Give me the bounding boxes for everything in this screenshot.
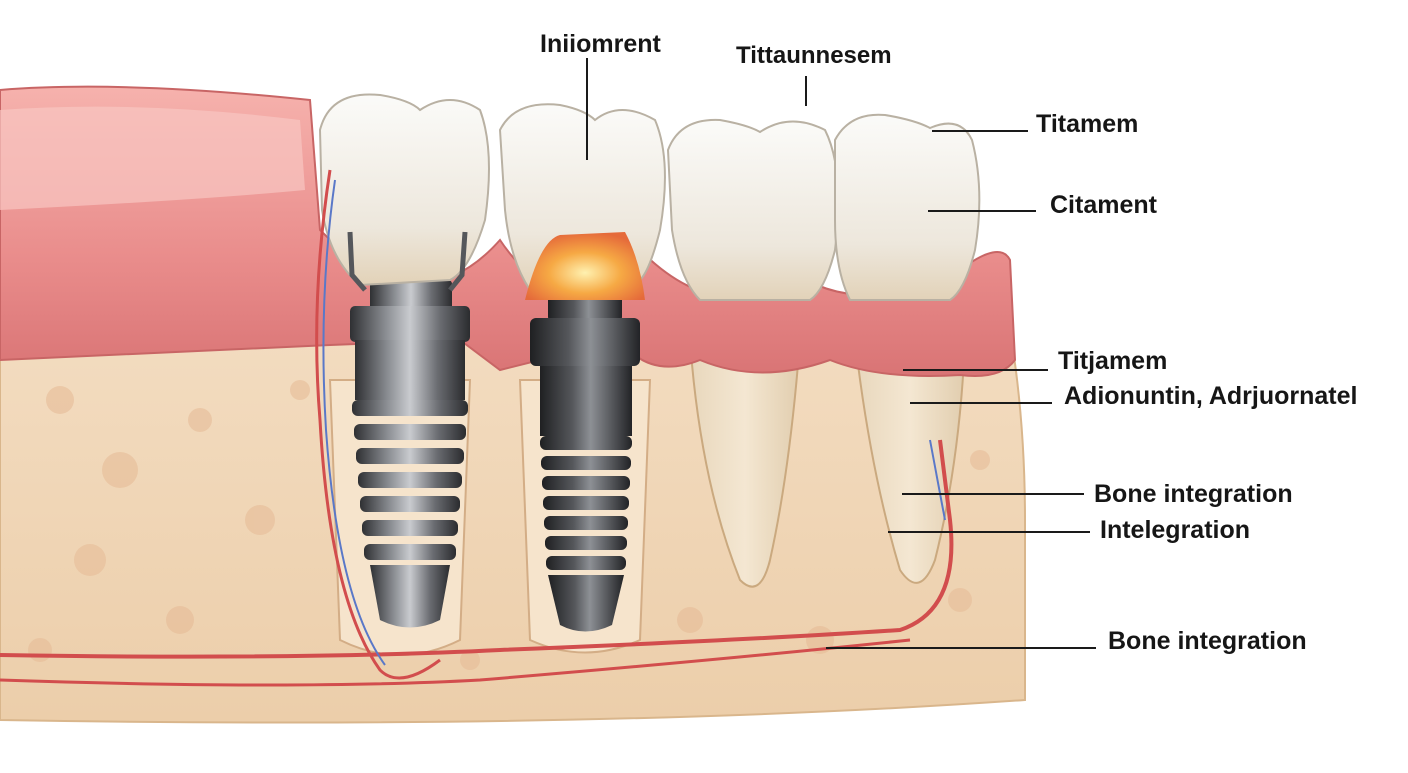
label-root-lower: Intelegration	[1100, 516, 1251, 544]
leader-lines	[586, 58, 1096, 649]
gum-highlight	[0, 106, 305, 210]
root-2	[853, 339, 967, 584]
label-abutment: Adionuntin, Adrjuornatel	[1064, 382, 1358, 410]
label-root-upper: Bone integration	[1094, 480, 1293, 508]
crown-glow	[525, 232, 645, 300]
label-crown-mid: Citament	[1050, 191, 1157, 219]
label-gum-line: Titjamem	[1058, 347, 1168, 375]
tooth-natural-2	[834, 113, 981, 301]
label-top-mid: Tittaunnesem	[736, 42, 892, 69]
crown-clips	[347, 231, 468, 292]
label-top-left: Iniiomrent	[540, 30, 661, 58]
label-bone-base: Bone integration	[1108, 627, 1307, 655]
tooth-natural-1	[666, 118, 840, 301]
label-crown-top: Titamem	[1036, 110, 1139, 138]
implant-middle	[530, 295, 640, 632]
root-1	[688, 339, 802, 588]
implant-left	[350, 280, 470, 628]
nerve-vessels	[0, 169, 954, 687]
